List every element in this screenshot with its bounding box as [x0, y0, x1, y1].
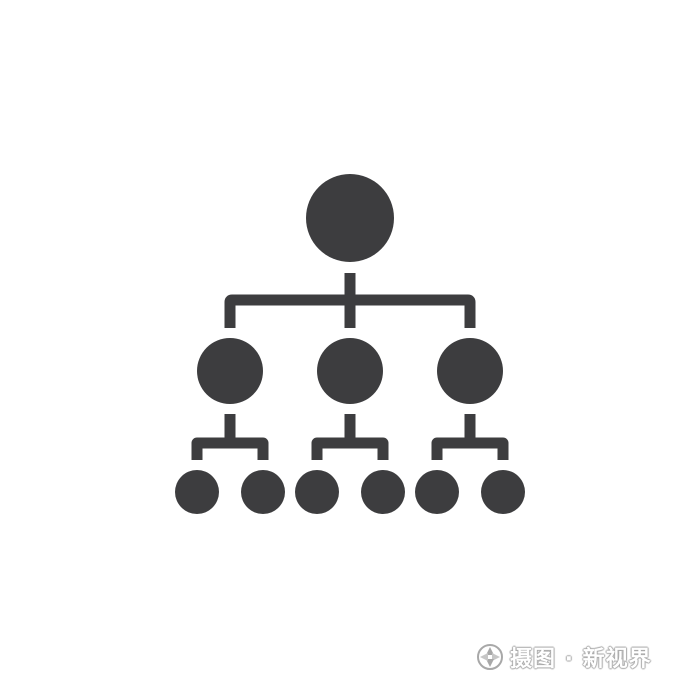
connector-right-bar: [431, 437, 509, 460]
camera-aperture-icon: [477, 644, 503, 670]
leaf-node-5: [415, 470, 459, 514]
watermark: 摄图 · 新视界: [476, 640, 652, 674]
level2-node-middle: [317, 338, 383, 404]
leaf-node-6: [481, 470, 525, 514]
connector-middle-bar: [311, 437, 389, 460]
leaf-node-4: [361, 470, 405, 514]
level2-node-left: [197, 338, 263, 404]
connector-root-bar: [224, 294, 476, 328]
leaf-node-2: [241, 470, 285, 514]
level2-node-right: [437, 338, 503, 404]
watermark-text: 摄图 · 新视界: [510, 647, 652, 672]
leaf-node-1: [175, 470, 219, 514]
connector-left-bar: [191, 437, 269, 460]
leaf-node-3: [295, 470, 339, 514]
root-node: [306, 174, 394, 262]
